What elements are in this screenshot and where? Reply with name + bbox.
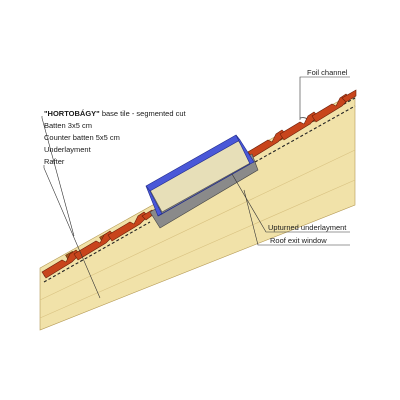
rafter-grain-line bbox=[39, 149, 356, 301]
label-roof-exit-window: Roof exit window bbox=[270, 236, 327, 245]
roof-tile bbox=[247, 129, 287, 159]
label-base-tile: "HORTOBÁGY" base tile - segmented cut bbox=[44, 109, 187, 118]
leader-lines bbox=[41, 76, 350, 299]
leader-upturned bbox=[231, 173, 350, 233]
label-base-tile-desc: base tile - segmented cut bbox=[100, 109, 187, 118]
label-base-tile-name: "HORTOBÁGY" bbox=[44, 109, 100, 118]
roof-tiles-upper bbox=[247, 89, 357, 159]
underlayment-line-lower bbox=[43, 221, 151, 283]
roof-exit-window bbox=[145, 134, 255, 217]
window-frame-right bbox=[235, 134, 255, 165]
leader-foil-channel bbox=[299, 76, 350, 120]
label-underlayment: Underlayment bbox=[44, 145, 92, 154]
leader-rafter bbox=[43, 165, 101, 299]
label-counter-batten: Counter batten 5x5 cm bbox=[44, 133, 120, 142]
roof-tile bbox=[107, 211, 149, 242]
rafter-grain-line bbox=[39, 179, 356, 319]
roof-tile bbox=[311, 93, 351, 123]
window-frame-bottom bbox=[157, 163, 251, 217]
label-foil-channel: Foil channel bbox=[307, 68, 348, 77]
roof-tile bbox=[73, 230, 115, 261]
underlayment-line-lower bbox=[254, 105, 356, 163]
label-batten: Batten 3x5 cm bbox=[44, 121, 92, 130]
leader-title bbox=[41, 116, 75, 237]
label-upturned-underlayment: Upturned underlayment bbox=[268, 223, 347, 232]
roof-tile bbox=[341, 89, 357, 103]
leader-window bbox=[243, 189, 350, 246]
roof-tile bbox=[41, 249, 81, 279]
roof-tile bbox=[279, 111, 319, 141]
label-rafter: Rafter bbox=[44, 157, 65, 166]
